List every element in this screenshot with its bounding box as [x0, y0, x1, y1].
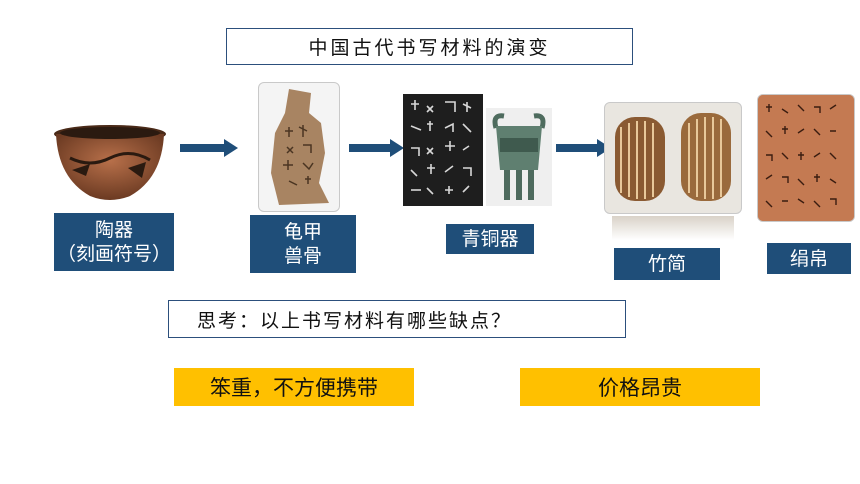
bamboo-slips-image — [604, 102, 742, 214]
label-tortoise-shell: 龟甲 兽骨 — [250, 215, 356, 273]
page-title: 中国古代书写材料的演变 — [226, 28, 633, 65]
label-silk-text: 绢帛 — [789, 247, 828, 270]
oracle-bone-image — [258, 82, 340, 212]
pottery-image — [50, 118, 170, 208]
arrow-right-icon — [180, 139, 238, 157]
label-bronze: 青铜器 — [446, 224, 534, 254]
label-pottery-sub: （刻画符号） — [56, 243, 171, 265]
bamboo-reflection — [612, 216, 734, 240]
arrow-right-icon — [556, 139, 611, 157]
answer-expensive: 价格昂贵 — [520, 368, 760, 406]
label-bamboo: 竹简 — [614, 248, 720, 280]
question-box: 思考：以上书写材料有哪些缺点？ — [168, 300, 626, 338]
label-pottery-text: 陶器 — [94, 219, 133, 241]
label-tortoise-shell-sub: 兽骨 — [283, 245, 322, 267]
label-bronze-text: 青铜器 — [461, 228, 519, 250]
bronze-vessel-image — [486, 108, 552, 206]
silk-manuscript-image — [757, 94, 855, 222]
bronze-inscription-image — [403, 94, 483, 206]
label-tortoise-shell-text: 龟甲 — [283, 221, 322, 243]
label-silk: 绢帛 — [767, 243, 851, 274]
label-pottery: 陶器 （刻画符号） — [54, 213, 174, 271]
label-bamboo-text: 竹简 — [647, 253, 686, 275]
answer-heavy: 笨重，不方便携带 — [174, 368, 414, 406]
arrow-right-icon — [349, 139, 404, 157]
